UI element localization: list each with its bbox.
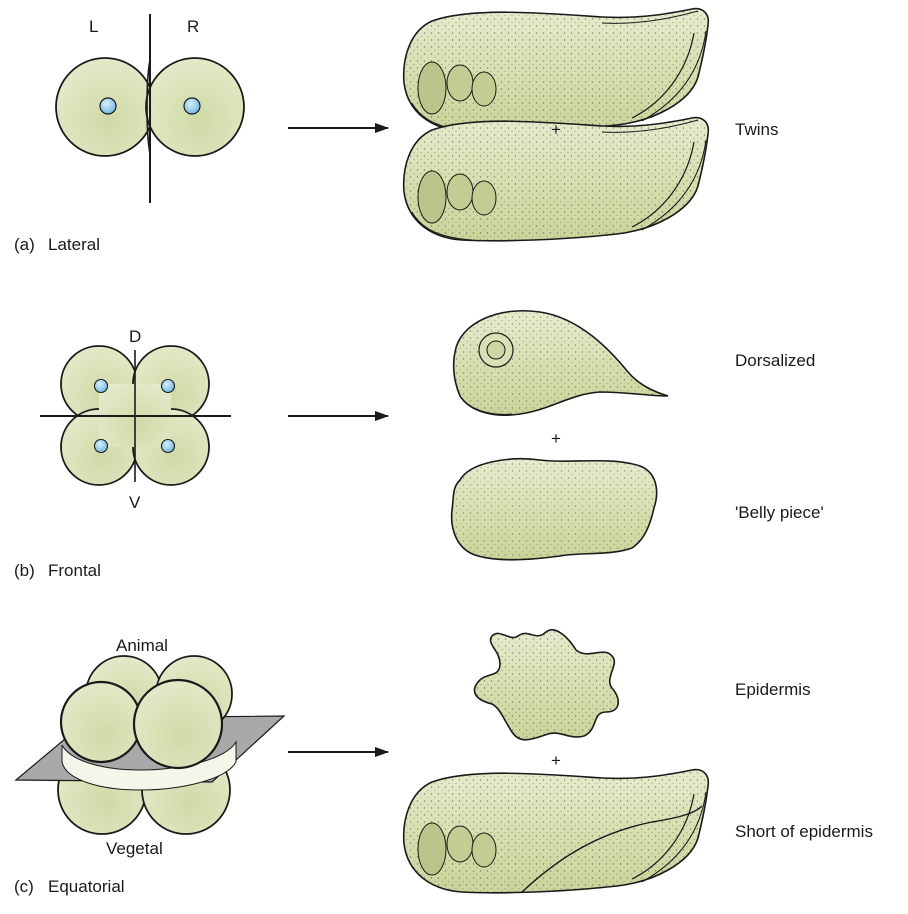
plus-sign: + bbox=[551, 430, 561, 447]
caption-tag: (b) bbox=[14, 562, 48, 579]
caption-lateral: (a)Lateral bbox=[14, 236, 100, 253]
result-twins: Twins bbox=[735, 121, 778, 138]
caption-frontal: (b)Frontal bbox=[14, 562, 101, 579]
nucleus bbox=[100, 98, 116, 114]
epidermis-piece bbox=[474, 630, 618, 740]
dorsalized-embryo bbox=[454, 311, 668, 415]
label-vegetal: Vegetal bbox=[106, 840, 163, 857]
nucleus bbox=[95, 440, 108, 453]
result-belly-piece: 'Belly piece' bbox=[735, 504, 824, 521]
plus-sign: + bbox=[551, 752, 561, 769]
label-ventral: V bbox=[129, 494, 140, 511]
embryo-four-cell bbox=[40, 346, 231, 485]
nucleus bbox=[162, 380, 175, 393]
caption-tag: (c) bbox=[14, 878, 48, 895]
label-dorsal: D bbox=[129, 328, 141, 345]
caption-text: Lateral bbox=[48, 235, 100, 254]
caption-equatorial: (c)Equatorial bbox=[14, 878, 125, 895]
caption-text: Frontal bbox=[48, 561, 101, 580]
tadpole-short-of-epidermis bbox=[404, 770, 709, 893]
label-left-cell: L bbox=[89, 18, 98, 35]
embryo-eight-cell bbox=[16, 656, 284, 834]
caption-text: Equatorial bbox=[48, 877, 125, 896]
plus-sign: + bbox=[551, 121, 561, 138]
nucleus bbox=[184, 98, 200, 114]
result-dorsalized: Dorsalized bbox=[735, 352, 815, 369]
tadpole-twin-1 bbox=[404, 9, 709, 132]
nucleus bbox=[95, 380, 108, 393]
caption-tag: (a) bbox=[14, 236, 48, 253]
result-short-of-epidermis: Short of epidermis bbox=[735, 823, 873, 840]
nucleus bbox=[162, 440, 175, 453]
result-epidermis: Epidermis bbox=[735, 681, 811, 698]
label-animal: Animal bbox=[116, 637, 168, 654]
belly-piece bbox=[452, 459, 657, 560]
embryo-two-cell bbox=[56, 14, 244, 203]
label-right-cell: R bbox=[187, 18, 199, 35]
